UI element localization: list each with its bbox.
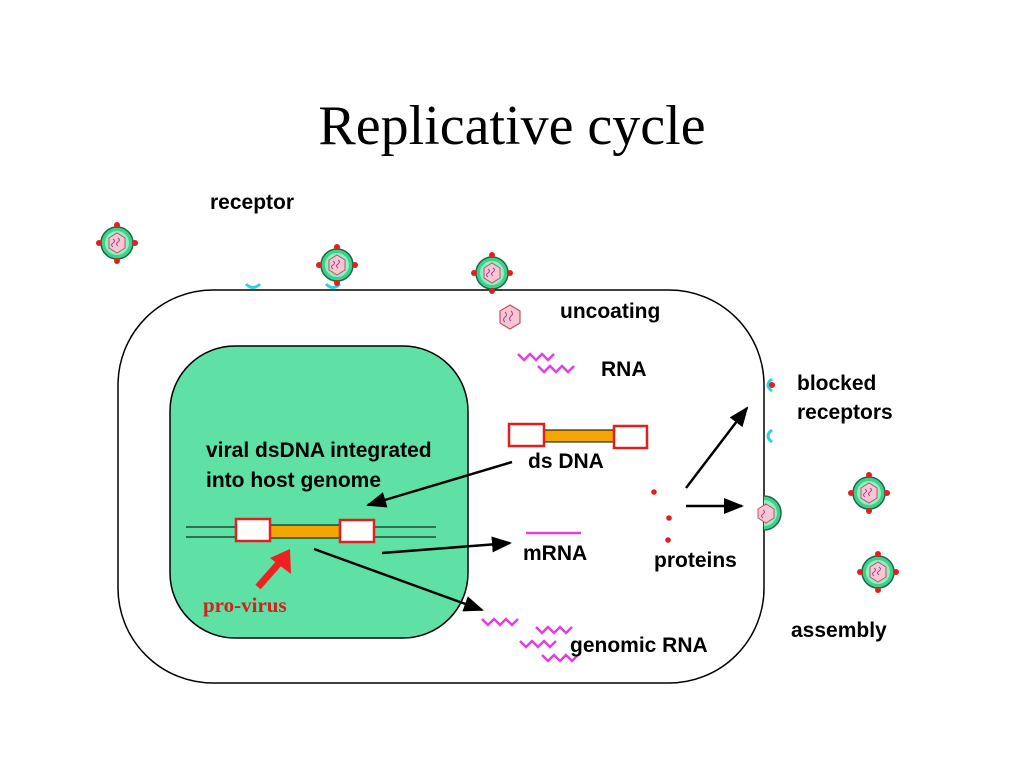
protein-dot-icon <box>769 382 775 388</box>
virus-particle-icon <box>847 471 891 515</box>
label-integrated-line2: into host genome <box>206 469 381 492</box>
blocked-receptor-icon <box>766 377 773 393</box>
protein-dot-icon <box>665 537 671 543</box>
label-ds-dna: ds DNA <box>528 450 604 473</box>
virus-particle-icon <box>856 550 900 594</box>
label-genomic-rna: genomic RNA <box>570 634 708 657</box>
virus-particle-icon <box>470 251 514 295</box>
protein-dot-icon <box>666 515 672 521</box>
label-receptors: receptors <box>797 401 893 424</box>
label-assembly: assembly <box>791 619 887 642</box>
label-mrna: mRNA <box>523 542 588 565</box>
blocked-receptor-icon <box>766 428 773 444</box>
receptor-icon <box>244 282 262 289</box>
budding-virus-icon <box>757 495 782 531</box>
label-blocked: blocked <box>797 372 877 395</box>
label-pro-virus: pro-virus <box>203 593 287 617</box>
pro-virus-arrow <box>255 549 291 590</box>
transcription-arrow <box>381 536 512 555</box>
label-uncoating: uncoating <box>560 300 661 323</box>
uncoated-capsid-icon <box>499 304 521 330</box>
integration-arrow <box>366 460 513 508</box>
pro-virus-icon <box>186 517 436 544</box>
slide-title: Replicative cycle <box>318 95 706 157</box>
label-integrated-line1: viral dsDNA integrated <box>206 439 432 462</box>
ds-dna-icon <box>507 422 649 450</box>
virus-particle-icon <box>95 221 139 265</box>
genomic-rna-arrow <box>313 547 484 612</box>
label-proteins: proteins <box>654 549 737 572</box>
nucleus <box>169 345 469 639</box>
label-rna: RNA <box>601 358 647 381</box>
protein-dot-icon <box>651 489 657 495</box>
blocking-arrow <box>685 406 749 489</box>
label-receptor: receptor <box>210 191 295 214</box>
virus-particle-icon <box>315 243 359 287</box>
